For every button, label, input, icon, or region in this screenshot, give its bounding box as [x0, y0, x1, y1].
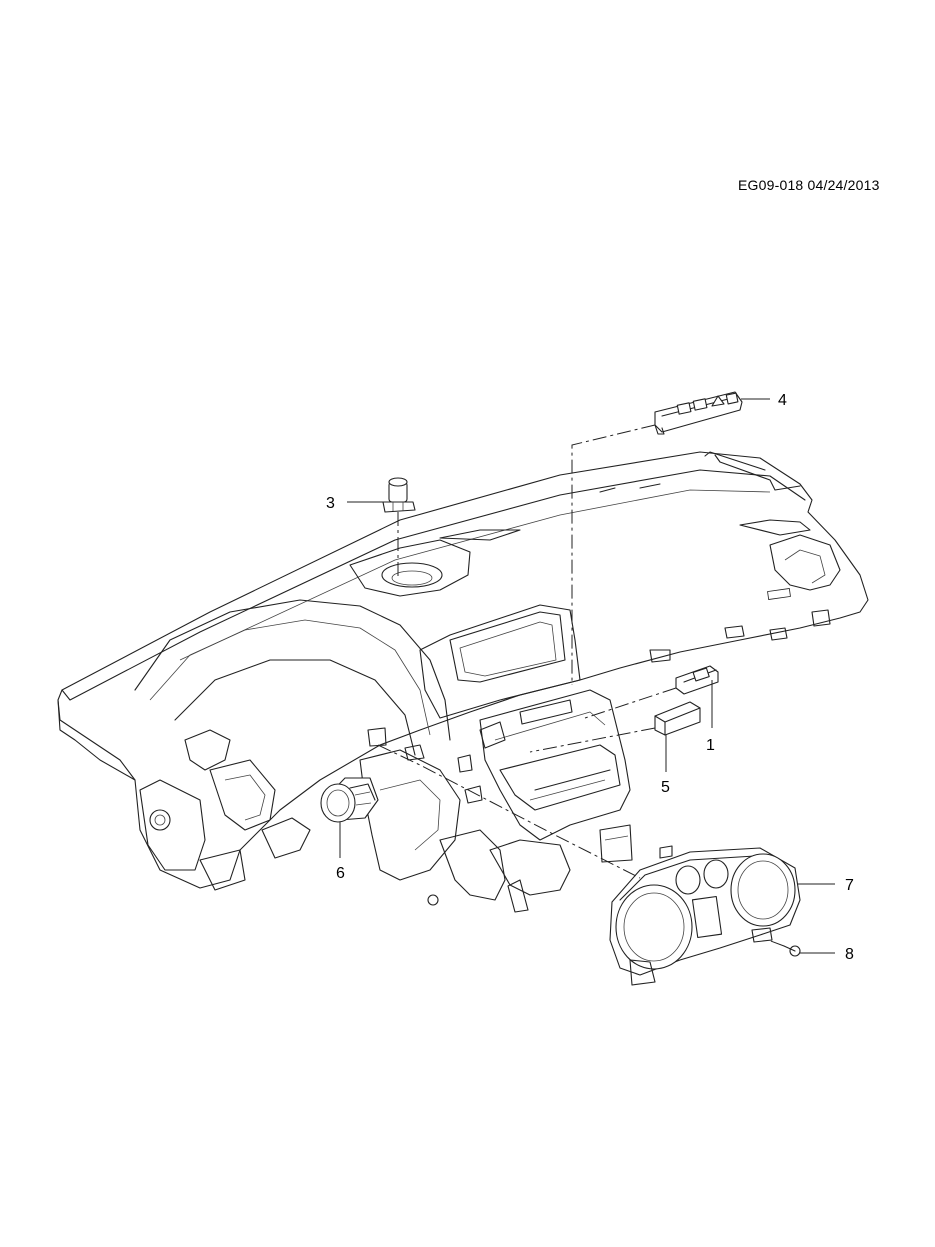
callout-1: 1 — [706, 737, 715, 754]
callout-4: 4 — [778, 392, 787, 409]
callout-8: 8 — [845, 946, 854, 963]
part-7-instrument-cluster — [609, 845, 801, 986]
callout-labels: 1 3 4 5 6 7 8 — [326, 392, 854, 963]
part-6-headlamp-switch — [320, 777, 379, 823]
callout-5: 5 — [661, 779, 670, 796]
callout-3: 3 — [326, 495, 335, 512]
callout-6: 6 — [336, 865, 345, 882]
part-5-switch — [654, 701, 701, 736]
part-8-screw — [783, 945, 801, 957]
part-3-sensor — [382, 477, 416, 513]
instrument-panel — [57, 451, 869, 913]
part-1-switch — [675, 665, 719, 695]
assembly-lines — [377, 424, 785, 947]
callout-7: 7 — [845, 877, 854, 894]
part-4-hazard-switch-panel — [654, 391, 743, 435]
diagram-id-date: EG09-018 04/24/2013 — [738, 177, 880, 193]
leader-lines — [339, 398, 835, 954]
